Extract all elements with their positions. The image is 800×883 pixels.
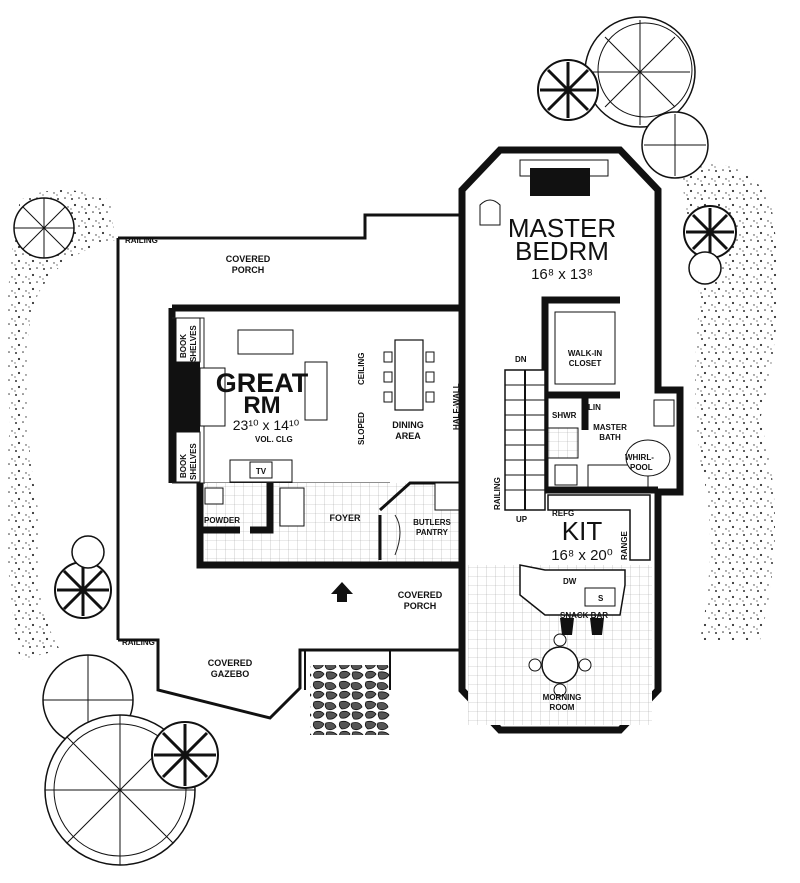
tree-icon bbox=[71, 535, 105, 569]
book-shelves-top-label-2: SHELVES bbox=[189, 325, 198, 362]
great-room-dims: 23¹⁰ x 14¹⁰ bbox=[233, 417, 300, 433]
dining-area-label: DINING bbox=[392, 420, 424, 430]
master-bedroom-dims: 16⁸ x 13⁸ bbox=[531, 266, 593, 283]
kitchen-label: KIT bbox=[562, 516, 603, 546]
book-shelves-bottom-label-2: SHELVES bbox=[189, 443, 198, 480]
snack-bar-label: SNACK BAR bbox=[560, 611, 608, 620]
great-room-label-2: RM bbox=[243, 392, 280, 419]
powder-room-label: POWDER bbox=[204, 516, 240, 525]
book-shelves-top-label: BOOK bbox=[179, 334, 188, 358]
refrigerator-label: REFG bbox=[552, 509, 574, 518]
linen-label: LIN bbox=[588, 403, 601, 412]
book-shelves-bottom-label: BOOK bbox=[179, 454, 188, 478]
master-bath-label: MASTER bbox=[593, 423, 627, 432]
master-bed bbox=[479, 159, 609, 226]
morning-room-label-2: ROOM bbox=[550, 703, 575, 712]
great-room-furniture bbox=[229, 329, 328, 483]
whirlpool-label-2: POOL bbox=[630, 463, 653, 472]
sloped-ceiling-label-2: CEILING bbox=[357, 353, 366, 385]
book-shelves-bottom bbox=[175, 431, 201, 483]
morning-room-label: MORNING bbox=[543, 693, 582, 702]
tree-icon bbox=[584, 16, 696, 128]
dining-area-label-2: AREA bbox=[395, 431, 421, 441]
foyer-label: FOYER bbox=[329, 513, 361, 523]
sink-label: S bbox=[598, 594, 604, 603]
railing-stair-label: RAILING bbox=[493, 477, 502, 510]
covered-porch-front-label: COVERED bbox=[398, 590, 443, 600]
range-label: RANGE bbox=[620, 530, 629, 560]
fireplace bbox=[175, 362, 226, 432]
entry-arrow-icon bbox=[331, 582, 353, 602]
butlers-pantry-label-2: PANTRY bbox=[416, 528, 449, 537]
stair-up-label: UP bbox=[516, 515, 528, 524]
tv-label: TV bbox=[256, 467, 267, 476]
kitchen-counters bbox=[519, 494, 651, 635]
covered-porch-front-label-2: PORCH bbox=[404, 601, 437, 611]
dining-table bbox=[383, 339, 435, 411]
great-room-ceiling-note: VOL. CLG bbox=[255, 435, 293, 444]
trees bbox=[13, 16, 737, 866]
railing-top-label: RAILING bbox=[125, 236, 158, 245]
walk-in-closet-label-2: CLOSET bbox=[569, 359, 602, 368]
tree-icon bbox=[688, 251, 722, 285]
tree-icon bbox=[151, 721, 219, 789]
great-room-label: GREAT bbox=[216, 368, 309, 398]
half-wall-label: HALF-WALL bbox=[452, 383, 461, 430]
book-shelves-top bbox=[175, 317, 201, 363]
butlers-pantry-label: BUTLERS bbox=[413, 518, 451, 527]
tree-icon bbox=[537, 59, 599, 121]
stone-walkway bbox=[310, 665, 390, 735]
master-bedroom-label: MASTER bbox=[508, 213, 616, 243]
powder-room-walls bbox=[196, 483, 305, 534]
covered-porch-top-label-2: PORCH bbox=[232, 265, 265, 275]
walk-in-closet-label: WALK-IN bbox=[568, 349, 602, 358]
tree-icon bbox=[54, 561, 112, 619]
railing-bottom-label: RAILING bbox=[122, 638, 155, 647]
covered-porch-top-label: COVERED bbox=[226, 254, 271, 264]
kitchen-dims: 16⁸ x 20⁰ bbox=[551, 547, 613, 564]
powder-room-label-2: RM bbox=[210, 526, 223, 535]
morning-room-table bbox=[528, 633, 592, 697]
master-bedroom-label-2: BEDRM bbox=[515, 236, 609, 266]
tree-icon bbox=[13, 197, 75, 259]
stairs bbox=[504, 369, 546, 511]
master-bath-label-2: BATH bbox=[599, 433, 621, 442]
whirlpool-label: WHIRL- bbox=[625, 453, 654, 462]
shower-label: SHWR bbox=[552, 411, 577, 420]
covered-gazebo-label-2: GAZEBO bbox=[211, 669, 250, 679]
sloped-ceiling-label: SLOPED bbox=[357, 412, 366, 445]
dishwasher-label: DW bbox=[563, 577, 577, 586]
stair-down-label: DN bbox=[515, 355, 527, 364]
tree-icon bbox=[683, 205, 737, 259]
tree-icon bbox=[641, 111, 709, 179]
covered-gazebo-label: COVERED bbox=[208, 658, 253, 668]
